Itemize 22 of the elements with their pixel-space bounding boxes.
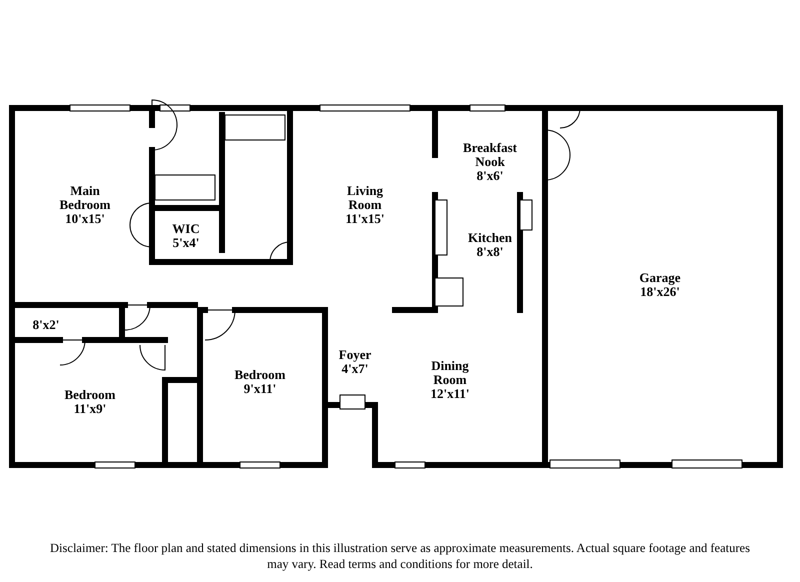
room-name: Living Room [346, 184, 384, 212]
room-dimensions: 18'x26' [639, 285, 680, 299]
room-dimensions: 4'x7' [342, 362, 368, 376]
room-name: Dining Room [430, 359, 470, 387]
room-name: Kitchen [466, 231, 514, 245]
room-name: Breakfast Nook [462, 141, 518, 169]
room-dimensions: 12'x11' [429, 387, 470, 401]
room-name: Bedroom [63, 388, 117, 402]
room-dimensions: 8'x2' [32, 318, 60, 332]
room-name: Foyer [338, 348, 372, 362]
room-dimensions: 10'x15' [64, 212, 106, 226]
disclaimer-text: Disclaimer: The floor plan and stated dimensions in this illustration serve as approximate measurements. Actual square footage and features may vary. Read terms and conditions for more detail. [50, 540, 750, 572]
room-dimensions: 11'x9' [72, 402, 108, 416]
room-dimensions: 11'x15' [344, 212, 386, 226]
room-dimensions: 8'x6' [476, 169, 504, 183]
room-dimensions: 9'x11' [242, 382, 278, 396]
room-dimensions: 8'x8' [476, 245, 504, 259]
room-name: Main Bedroom [58, 184, 112, 212]
room-name: Garage [639, 271, 681, 285]
room-name: WIC [172, 222, 200, 236]
room-name: Bedroom [233, 368, 287, 382]
room-dimensions: 5'x4' [172, 236, 200, 250]
